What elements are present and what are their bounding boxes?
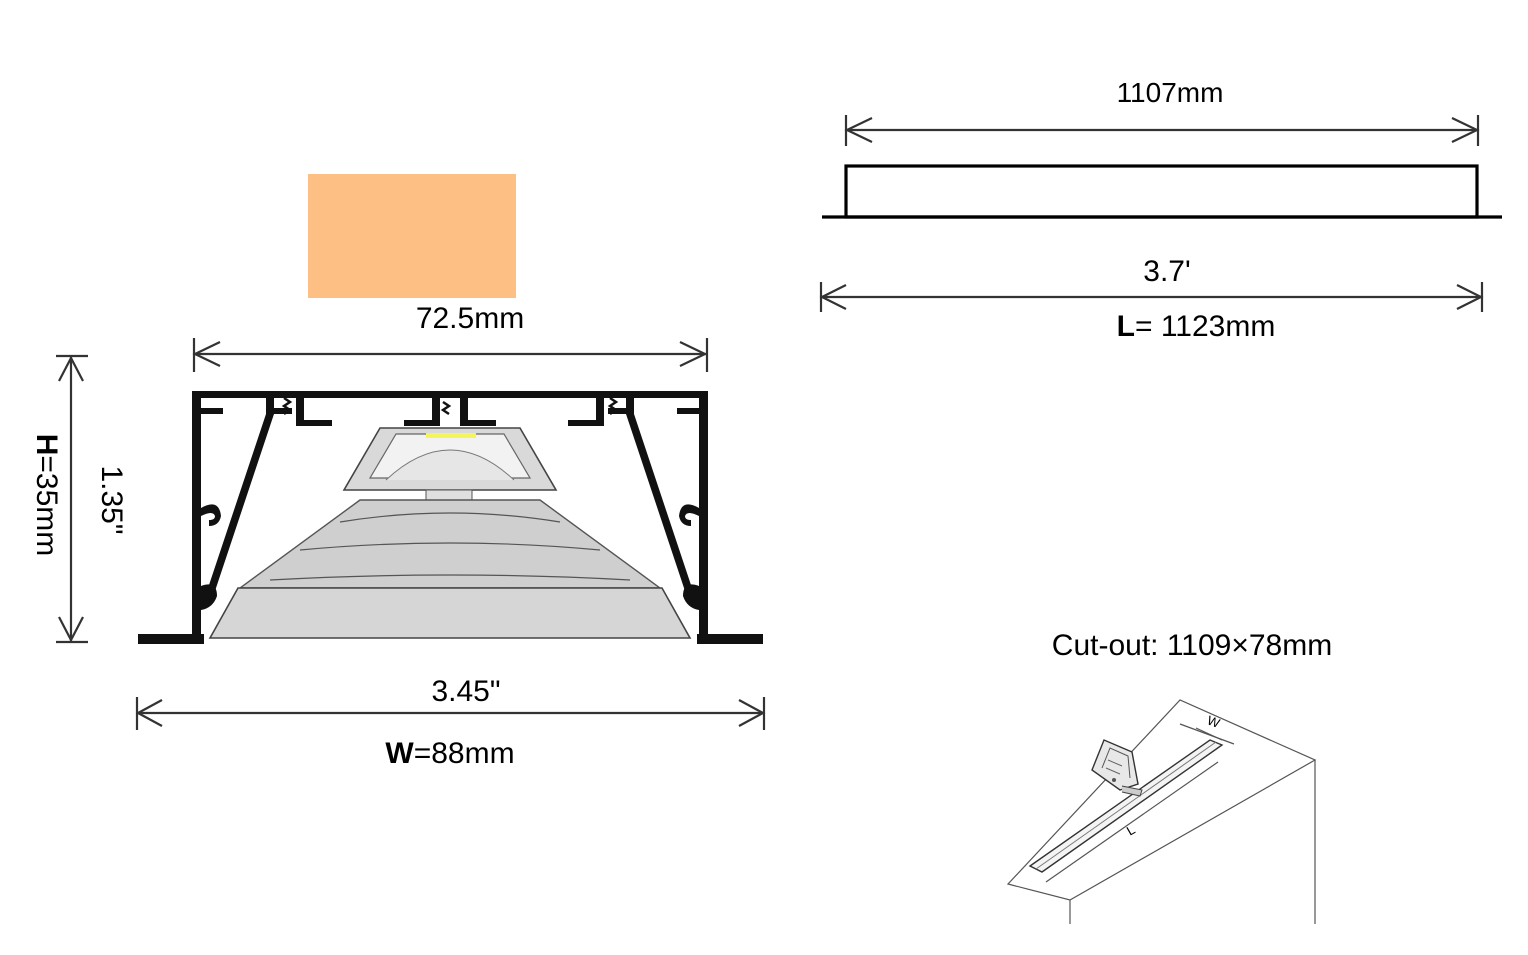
led-chip: [426, 433, 476, 438]
cutout-label: Cut-out: 1109×78mm: [1052, 629, 1332, 662]
ceiling-block: [1006, 699, 1317, 924]
width-label: W=88mm: [385, 737, 514, 770]
top-length-label: 1107mm: [1117, 77, 1224, 108]
installed-strip: [1028, 739, 1224, 873]
l-marker: L: [1124, 822, 1138, 839]
overall-length-label: L= 1123mm: [1117, 310, 1276, 343]
right-flange: [697, 634, 763, 644]
screw-channel-center: [404, 396, 496, 426]
led-lens-assembly: [208, 427, 692, 639]
screw-channel-left: [266, 396, 332, 426]
width-dimension: [135, 697, 766, 730]
screw-channel-right: [568, 396, 634, 426]
top-length-dimension: [844, 115, 1480, 146]
left-flange: [138, 634, 204, 644]
w-dimension: [1179, 723, 1235, 745]
diffuser-width-label: 72.5mm: [416, 302, 524, 335]
left-brace: [204, 414, 274, 600]
l-dimension: [1045, 761, 1219, 883]
right-brace: [626, 414, 696, 600]
cross-section-view: 72.5mm H=35mm 1.35": [30, 174, 766, 770]
color-swatch: [308, 174, 516, 298]
spring-clip-icon: [1091, 739, 1143, 797]
height-dimension: [56, 354, 88, 644]
overall-inch-label: 3.7': [1143, 255, 1190, 288]
length-view: 1107mm 3.7' L= 1123mm: [819, 77, 1502, 343]
w-marker: W: [1205, 713, 1222, 732]
width-inch-label: 3.45": [431, 675, 500, 708]
fixture-body: [844, 164, 1479, 219]
diffuser-width-dimension: [192, 338, 709, 372]
installation-view: Cut-out: 1109×78mm W L: [1006, 629, 1332, 924]
height-inch-label: 1.35": [95, 465, 128, 534]
overall-length-dimension: [819, 282, 1484, 312]
height-label: H=35mm: [30, 434, 63, 557]
